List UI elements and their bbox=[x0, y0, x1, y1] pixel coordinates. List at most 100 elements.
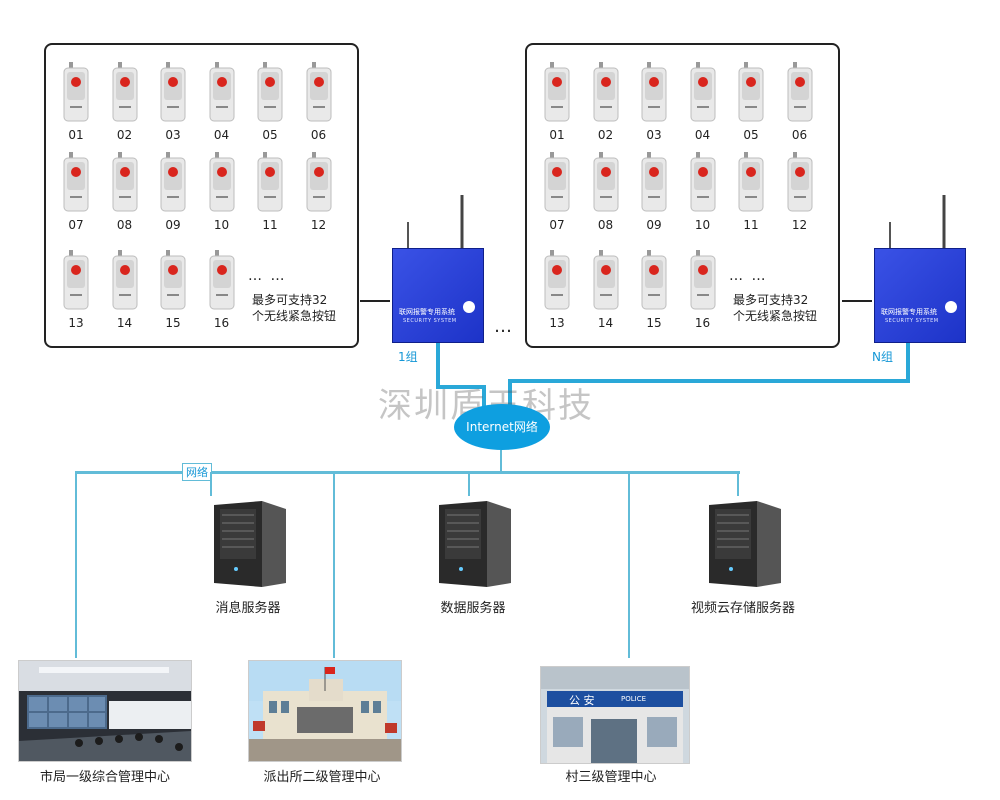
capacity-note-line2: 个无线紧急按钮 bbox=[252, 309, 337, 323]
button-number-label: 03 bbox=[165, 128, 181, 142]
group-tag: N组 bbox=[872, 350, 893, 364]
server-label: 数据服务器 bbox=[440, 601, 506, 616]
antenna-icon bbox=[407, 222, 409, 250]
button-number-label: 14 bbox=[597, 316, 614, 330]
emergency-button-icon bbox=[641, 250, 667, 310]
center-label: 村三级管理中心 bbox=[565, 770, 657, 785]
button-number-label: 01 bbox=[68, 128, 84, 142]
network-label: 网络 bbox=[182, 463, 212, 481]
police-sign-text: 公 安 bbox=[569, 694, 595, 707]
police-station-image bbox=[249, 661, 401, 761]
emergency-button-icon bbox=[738, 62, 764, 122]
internet-label: Internet网络 bbox=[466, 420, 538, 434]
button-number-label: 14 bbox=[116, 316, 133, 330]
emergency-button-icon bbox=[160, 152, 186, 212]
panel-subtitle: SECURITY SYSTEM bbox=[885, 318, 939, 324]
connector-line bbox=[842, 300, 872, 302]
button-number-label: 06 bbox=[791, 128, 808, 142]
emergency-button-icon bbox=[257, 62, 283, 122]
emergency-button-icon bbox=[544, 152, 570, 212]
emergency-button-icon bbox=[112, 62, 138, 122]
police-sign-text-en: POLICE bbox=[621, 695, 647, 703]
emergency-button-icon bbox=[257, 152, 283, 212]
emergency-button-icon bbox=[160, 250, 186, 310]
button-number-label: 06 bbox=[310, 128, 327, 142]
emergency-button-icon bbox=[641, 152, 667, 212]
button-number-label: 10 bbox=[213, 218, 230, 232]
button-number-label: 16 bbox=[694, 316, 711, 330]
button-number-label: 05 bbox=[743, 128, 759, 142]
button-number-label: 07 bbox=[68, 218, 84, 232]
emergency-button-icon bbox=[593, 152, 619, 212]
server-icon bbox=[214, 501, 286, 587]
button-number-label: 07 bbox=[549, 218, 565, 232]
link-line bbox=[508, 379, 910, 383]
emergency-button-icon bbox=[160, 62, 186, 122]
server-label: 消息服务器 bbox=[215, 601, 281, 616]
link-line bbox=[436, 343, 440, 389]
button-number-label: 05 bbox=[262, 128, 278, 142]
button-number-label: 16 bbox=[213, 316, 230, 330]
emergency-button-icon bbox=[209, 152, 235, 212]
capacity-note-line1: 最多可支持32 bbox=[733, 293, 809, 307]
emergency-button-icon bbox=[787, 62, 813, 122]
drop-line bbox=[333, 472, 335, 658]
center-label: 市局一级综合管理中心 bbox=[39, 770, 170, 785]
button-number-label: 03 bbox=[646, 128, 662, 142]
emergency-button-icon bbox=[690, 250, 716, 310]
link-line bbox=[482, 385, 486, 410]
server-icon bbox=[439, 501, 511, 587]
emergency-button-icon bbox=[690, 62, 716, 122]
link-line bbox=[906, 343, 910, 383]
drop-line bbox=[468, 472, 470, 496]
link-line bbox=[436, 385, 486, 389]
button-number-label: 12 bbox=[791, 218, 808, 232]
button-number-label: 12 bbox=[310, 218, 327, 232]
internet-cloud-icon bbox=[454, 404, 550, 450]
network-bus bbox=[75, 471, 740, 474]
command-center-photo bbox=[18, 660, 192, 762]
drop-line bbox=[75, 472, 77, 658]
button-number-label: 08 bbox=[116, 218, 133, 232]
panel-title: 联网报警专用系统 bbox=[881, 308, 937, 316]
antenna-icon bbox=[889, 222, 891, 250]
emergency-button-icon bbox=[544, 62, 570, 122]
drop-line bbox=[737, 472, 739, 496]
panel-subtitle: SECURITY SYSTEM bbox=[403, 318, 457, 324]
capacity-note-line1: 最多可支持32 bbox=[252, 293, 328, 307]
center-label: 派出所二级管理中心 bbox=[263, 770, 381, 785]
emergency-button-icon bbox=[593, 62, 619, 122]
button-number-label: 08 bbox=[597, 218, 614, 232]
emergency-button-icon bbox=[209, 250, 235, 310]
emergency-button-icon bbox=[63, 250, 89, 310]
emergency-button-icon bbox=[641, 62, 667, 122]
button-number-label: 11 bbox=[743, 218, 759, 232]
link-line bbox=[508, 379, 512, 409]
group-tag: 1组 bbox=[398, 350, 418, 364]
capacity-note-line2: 个无线紧急按钮 bbox=[733, 309, 818, 323]
antenna-icon bbox=[460, 195, 464, 250]
button-number-label: 02 bbox=[597, 128, 614, 142]
server-label: 视频云存储服务器 bbox=[690, 601, 795, 616]
antenna-icon bbox=[942, 195, 946, 250]
between-groups-ellipsis: … bbox=[494, 316, 512, 337]
shield-logo-icon bbox=[463, 301, 475, 313]
button-number-label: 09 bbox=[165, 218, 181, 232]
server-icon bbox=[709, 501, 781, 587]
village-police-photo: 公 安 POLICE bbox=[540, 666, 690, 764]
emergency-button-icon bbox=[209, 62, 235, 122]
button-number-label: 01 bbox=[549, 128, 565, 142]
panel-title: 联网报警专用系统 bbox=[399, 308, 455, 316]
drop-line bbox=[210, 472, 212, 496]
button-number-label: 13 bbox=[549, 316, 565, 330]
alarm-host-panel: 联网报警专用系统 SECURITY SYSTEM bbox=[392, 248, 484, 343]
emergency-button-icon bbox=[593, 250, 619, 310]
emergency-button-icon bbox=[112, 152, 138, 212]
emergency-button-icon bbox=[306, 152, 332, 212]
shield-logo-icon bbox=[945, 301, 957, 313]
button-number-label: 15 bbox=[165, 316, 181, 330]
village-police-image bbox=[541, 667, 689, 763]
emergency-button-icon bbox=[544, 250, 570, 310]
more-buttons-ellipsis: … … bbox=[248, 268, 287, 284]
police-station-photo bbox=[248, 660, 402, 762]
